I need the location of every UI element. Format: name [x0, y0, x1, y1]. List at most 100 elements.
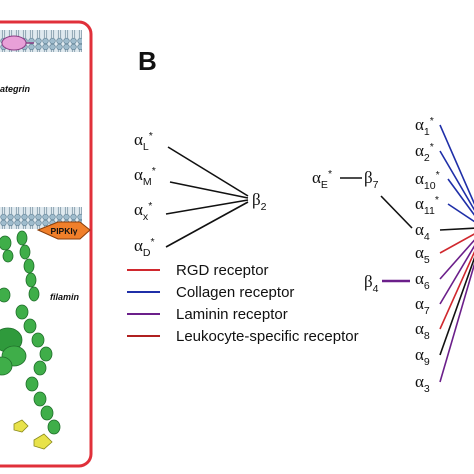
- integrin-chain-green: [0, 230, 40, 303]
- integrin-label: ategrin: [0, 84, 31, 94]
- connector-alpha-2: [439, 150, 474, 211]
- alpha-3-label-letter: α: [415, 372, 424, 391]
- alpha-m-label-letter: α: [134, 165, 143, 184]
- connector-alpha-4: [439, 227, 474, 231]
- panel-a: ategrin: [0, 20, 93, 468]
- alpha-1-label-letter: α: [415, 115, 424, 134]
- beta2-label-letter: β: [252, 190, 261, 209]
- alpha-e-label-star: *: [328, 168, 332, 180]
- beta7-node: β7: [364, 168, 379, 191]
- alpha-x-label-subscript: x: [143, 211, 149, 223]
- alpha-l-label-letter: α: [134, 130, 143, 149]
- alpha-x-label-star: *: [148, 200, 152, 212]
- alpha-l-label-subscript: L: [143, 141, 149, 153]
- beta4-node: β4: [364, 272, 379, 295]
- alpha-7-label: α7: [415, 294, 430, 317]
- alpha-4-label: α4: [415, 220, 430, 243]
- beta4-label: β4: [364, 272, 379, 295]
- connector-alpha-m-beta2: [169, 181, 249, 199]
- panel-b-label: B: [138, 46, 157, 76]
- legend-label-0: RGD receptor: [176, 262, 269, 279]
- alpha-m-label: αM*: [134, 165, 156, 188]
- beta2-label-subscript: 2: [261, 201, 267, 213]
- alpha-m-label-subscript: M: [143, 176, 152, 188]
- alpha-2-label-letter: α: [415, 141, 424, 160]
- alpha-9-label-letter: α: [415, 345, 424, 364]
- alpha-m-label-star: *: [152, 165, 156, 177]
- alpha-10-label: α10*: [415, 169, 440, 192]
- beta4-label-letter: β: [364, 272, 373, 291]
- connector-beta7-alpha4: [380, 195, 413, 229]
- alpha-8-label: α8: [415, 319, 430, 342]
- talin-cluster: [0, 327, 27, 376]
- alpha-8-label-subscript: 8: [424, 330, 430, 342]
- alpha-1-label-star: *: [430, 115, 434, 127]
- filamin-chain: [15, 304, 61, 435]
- beta2-label: β2: [252, 190, 267, 213]
- alpha-3-label: α3: [415, 372, 430, 395]
- beta7-label: β7: [364, 168, 379, 191]
- alpha-d-label-subscript: D: [143, 247, 151, 259]
- alpha-d-label-star: *: [151, 236, 155, 248]
- connector-alpha-10: [447, 178, 474, 216]
- alpha-6-label: α6: [415, 269, 430, 292]
- pipki-kinase-icon: PIPKIγ: [36, 221, 91, 240]
- alpha-e-label: αE*: [312, 168, 332, 191]
- right-connection-lines: [439, 124, 474, 383]
- alpha-5-label-subscript: 5: [424, 254, 430, 266]
- filamin-label: filamin: [50, 292, 80, 302]
- pink-protein-icon: [1, 35, 34, 51]
- alpha-l-label: αL*: [134, 130, 153, 153]
- legend-label-2: Laminin receptor: [176, 306, 288, 323]
- alpha-e-label-letter: α: [312, 168, 321, 187]
- alpha-2-label-star: *: [430, 141, 434, 153]
- left-alpha-group: αL*αM*αx*αD*: [134, 130, 156, 259]
- beta7-label-letter: β: [364, 168, 373, 187]
- alpha-d-label-letter: α: [134, 236, 143, 255]
- alpha-2-label: α2*: [415, 141, 434, 164]
- alpha-8-label-letter: α: [415, 319, 424, 338]
- alpha-9-label: α9: [415, 345, 430, 368]
- alpha-7-label-letter: α: [415, 294, 424, 313]
- alpha-11-label-star: *: [435, 194, 439, 206]
- alpha-l-label-star: *: [149, 130, 153, 142]
- alpha-10-label-subscript: 10: [424, 180, 436, 192]
- connector-alpha-l-beta2: [167, 146, 249, 197]
- alpha-9-label-subscript: 9: [424, 356, 430, 368]
- alpha-4-label-letter: α: [415, 220, 424, 239]
- connector-alpha-d-beta2: [165, 201, 249, 248]
- legend-label-1: Collagen receptor: [176, 284, 294, 301]
- alpha-11-label-subscript: 11: [424, 205, 435, 217]
- alpha-e-node: αE*: [312, 168, 332, 191]
- connector-alpha-6: [439, 239, 474, 280]
- alpha-11-label-letter: α: [415, 194, 424, 213]
- legend-label-3: Leukocyte-specific receptor: [176, 328, 359, 345]
- connector-alpha-1: [439, 124, 474, 205]
- alpha-10-label-star: *: [436, 169, 440, 181]
- alpha-4-label-subscript: 4: [424, 231, 430, 243]
- alpha-x-label-letter: α: [134, 200, 143, 219]
- connector-alpha-8: [439, 250, 474, 330]
- alpha-10-label-letter: α: [415, 169, 424, 188]
- connector-alpha-9: [439, 256, 474, 356]
- alpha-1-label: α1*: [415, 115, 434, 138]
- alpha-5-label-letter: α: [415, 243, 424, 262]
- alpha-x-label: αx*: [134, 200, 152, 223]
- alpha-3-label-subscript: 3: [424, 383, 430, 395]
- pipki-label: PIPKIγ: [51, 226, 78, 236]
- alpha-5-label: α5: [415, 243, 430, 266]
- alpha-11-label: α11*: [415, 194, 439, 217]
- connector-alpha-11: [447, 203, 474, 223]
- connector-alpha-7: [439, 245, 474, 305]
- beta4-label-subscript: 4: [373, 283, 379, 295]
- alpha-e-label-subscript: E: [321, 179, 328, 191]
- beta7-label-subscript: 7: [373, 179, 379, 191]
- beta2-connections: [165, 146, 249, 248]
- alpha-2-label-subscript: 2: [424, 152, 430, 164]
- alpha-1-label-subscript: 1: [424, 126, 430, 138]
- alpha-7-label-subscript: 7: [424, 305, 430, 317]
- beta2-node: β2: [252, 190, 267, 213]
